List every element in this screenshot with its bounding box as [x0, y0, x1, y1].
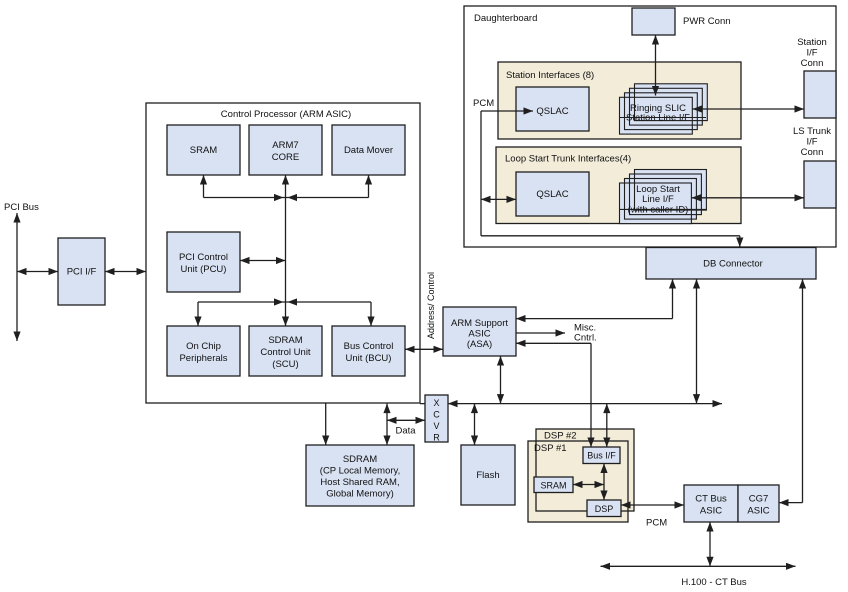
svg-text:On Chip: On Chip: [186, 341, 221, 352]
svg-text:PWR Conn: PWR Conn: [683, 16, 731, 27]
svg-text:Address/ Control: Address/ Control: [426, 272, 436, 339]
svg-text:Unit (PCU): Unit (PCU): [181, 264, 227, 275]
svg-text:Global Memory): Global Memory): [326, 489, 394, 500]
svg-text:PCI I/F: PCI I/F: [67, 267, 97, 278]
svg-text:Loop Start: Loop Start: [636, 184, 680, 195]
svg-text:CT Bus: CT Bus: [695, 494, 727, 505]
svg-text:Daughterboard: Daughterboard: [474, 13, 537, 24]
svg-text:Station Interfaces (8): Station Interfaces (8): [506, 70, 594, 81]
svg-text:Flash: Flash: [476, 470, 499, 481]
svg-text:SDRAM: SDRAM: [268, 335, 302, 346]
svg-text:(CP Local Memory,: (CP Local Memory,: [320, 466, 400, 477]
svg-text:PCM: PCM: [473, 98, 494, 109]
svg-text:Control Unit: Control Unit: [260, 347, 311, 358]
svg-text:ASIC: ASIC: [468, 329, 490, 340]
svg-text:SRAM: SRAM: [540, 481, 566, 491]
svg-text:Misc.: Misc.: [574, 323, 596, 334]
svg-text:QSLAC: QSLAC: [536, 189, 568, 200]
svg-text:Cntrl.: Cntrl.: [574, 333, 597, 344]
svg-text:ARM7: ARM7: [272, 140, 298, 151]
svg-text:(SCU): (SCU): [272, 359, 298, 370]
svg-text:Conn: Conn: [801, 147, 824, 158]
svg-text:SDRAM: SDRAM: [343, 454, 377, 465]
svg-text:PCI Control: PCI Control: [179, 252, 228, 263]
svg-text:Peripherals: Peripherals: [179, 353, 227, 364]
svg-text:Host Shared RAM,: Host Shared RAM,: [320, 477, 399, 488]
svg-text:X: X: [433, 398, 439, 408]
svg-text:DSP #2: DSP #2: [544, 431, 577, 442]
svg-text:(ASA): (ASA): [467, 339, 492, 350]
svg-text:Conn: Conn: [801, 58, 824, 69]
svg-text:ARM Support: ARM Support: [451, 318, 508, 329]
svg-text:LS Trunk: LS Trunk: [793, 126, 831, 137]
svg-text:I/F: I/F: [806, 48, 817, 59]
svg-text:CORE: CORE: [272, 152, 299, 163]
svg-text:CG7: CG7: [749, 494, 769, 505]
svg-text:Control Processor (ARM ASIC): Control Processor (ARM ASIC): [221, 109, 351, 120]
svg-text:H.100 - CT Bus: H.100 - CT Bus: [681, 577, 747, 588]
svg-text:PCI Bus: PCI Bus: [4, 202, 39, 213]
svg-text:Bus Control: Bus Control: [344, 341, 394, 352]
svg-text:Station: Station: [797, 37, 827, 48]
svg-text:Bus I/F: Bus I/F: [587, 451, 616, 461]
svg-text:DB Connector: DB Connector: [703, 259, 763, 270]
svg-text:Unit (BCU): Unit (BCU): [346, 353, 392, 364]
svg-text:Data: Data: [396, 426, 417, 437]
svg-text:(with caller ID): (with caller ID): [628, 205, 689, 216]
svg-text:DSP #1: DSP #1: [534, 443, 567, 454]
svg-text:Line I/F: Line I/F: [642, 194, 674, 205]
svg-text:SRAM: SRAM: [190, 145, 218, 156]
svg-text:R: R: [433, 433, 440, 443]
svg-text:Ringing SLIC: Ringing SLIC: [630, 103, 686, 114]
svg-text:ASIC: ASIC: [700, 506, 722, 517]
svg-text:DSP: DSP: [595, 504, 614, 514]
svg-text:V: V: [433, 421, 439, 431]
svg-text:QSLAC: QSLAC: [536, 106, 568, 117]
svg-text:Data Mover: Data Mover: [344, 145, 393, 156]
svg-text:ASIC: ASIC: [747, 506, 769, 517]
svg-text:C: C: [433, 410, 440, 420]
svg-text:I/F: I/F: [806, 137, 817, 148]
svg-text:Loop Start Trunk Interfaces(4): Loop Start Trunk Interfaces(4): [505, 154, 631, 165]
svg-text:PCM: PCM: [646, 518, 667, 529]
